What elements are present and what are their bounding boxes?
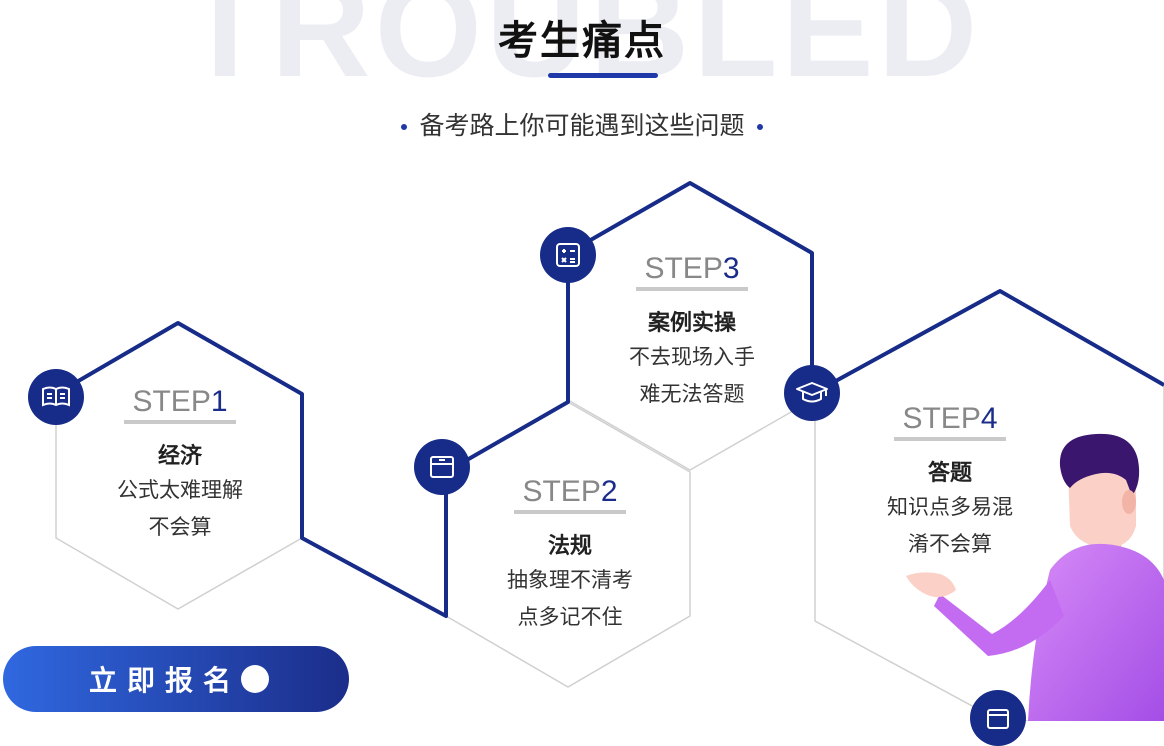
signup-button[interactable]: 立即报名 [3, 646, 349, 712]
step-1-desc-line-1: 公式太难理解 [117, 477, 243, 502]
title-underline [548, 73, 658, 78]
subtitle-dot-right [756, 124, 763, 130]
step-3-desc-line-1: 不去现场入手 [629, 344, 755, 369]
step-1: STEP1 经济 公式太难理解 不会算 [60, 386, 300, 546]
step-2-label: STEP2 [514, 475, 626, 514]
signup-button-label: 立即报名 [89, 664, 242, 697]
archive-box-icon [414, 439, 470, 495]
step-4-label: STEP4 [894, 402, 1006, 441]
step-1-desc-line-2: 不会算 [148, 514, 212, 539]
step-1-label: STEP1 [124, 385, 236, 424]
step-2-desc-line-2: 点多记不住 [517, 604, 623, 629]
step-2-prefix: STEP [522, 475, 601, 508]
step-2-number: 2 [600, 475, 618, 508]
step-4-desc: 知识点多易混 淆不会算 [830, 489, 1070, 563]
step-2: STEP2 法规 抽象理不清考 点多记不住 [450, 476, 690, 636]
book-icon [28, 369, 84, 425]
step-1-prefix: STEP [132, 385, 211, 418]
step-4-number: 4 [980, 402, 998, 435]
calculator-icon [540, 227, 596, 283]
subtitle: 备考路上你可能遇到这些问题 [0, 106, 1164, 142]
step-1-desc: 公式太难理解 不会算 [60, 472, 300, 546]
page-title: 考生痛点 [498, 18, 666, 64]
step-4-name: 答题 [927, 460, 972, 486]
step-3-prefix: STEP [644, 252, 723, 285]
step-4-desc-line-1: 知识点多易混 [887, 494, 1013, 519]
step-2-name: 法规 [547, 533, 592, 559]
step-3-desc-line-2: 难无法答题 [639, 381, 745, 406]
step-3-name: 案例实操 [647, 310, 736, 336]
watermark-text: TROUBLED [182, 0, 982, 106]
person-illustration [906, 433, 1164, 721]
step-4-prefix: STEP [902, 402, 981, 435]
step-1-number: 1 [210, 385, 228, 418]
step-3-number: 3 [722, 252, 740, 285]
step-3-label: STEP3 [636, 252, 748, 291]
step-1-name: 经济 [157, 443, 202, 469]
subtitle-text: 备考路上你可能遇到这些问题 [419, 111, 745, 140]
step-3: STEP3 案例实操 不去现场入手 难无法答题 [572, 253, 812, 413]
step-3-desc: 不去现场入手 难无法答题 [572, 339, 812, 413]
step-2-desc: 抽象理不清考 点多记不住 [450, 562, 690, 636]
step-4-desc-line-2: 淆不会算 [908, 531, 992, 556]
graduation-cap-icon [784, 365, 840, 421]
signup-button-dot-icon [241, 665, 270, 693]
step-4: STEP4 答题 知识点多易混 淆不会算 [830, 403, 1070, 563]
subtitle-dot-left [401, 124, 408, 130]
step-2-desc-line-1: 抽象理不清考 [507, 567, 633, 592]
